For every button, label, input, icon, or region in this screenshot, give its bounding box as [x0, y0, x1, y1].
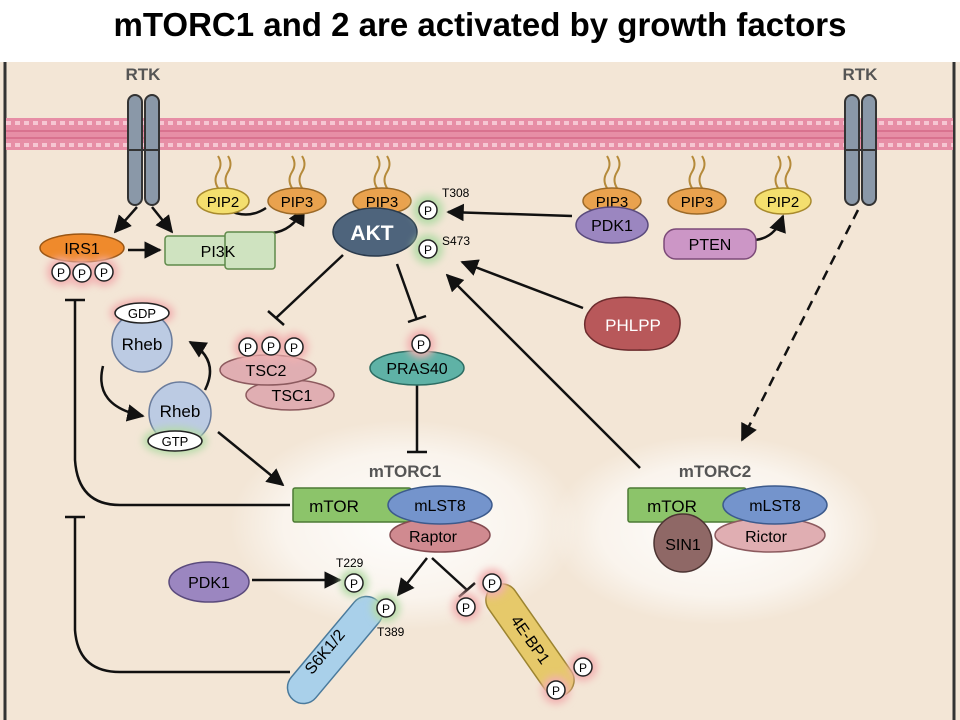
pip3-lipid-pten — [667, 187, 727, 215]
mtorc2-cloud — [550, 435, 880, 625]
akt-s473-p: P — [424, 243, 432, 257]
s473-site-label: S473 — [442, 234, 470, 248]
t229-site-label: T229 — [336, 556, 364, 570]
pten-label: PTEN — [689, 237, 732, 254]
pdk1-top-protein — [575, 206, 649, 244]
gdp-label: GDP — [128, 306, 156, 321]
eif4ebp1-phospho-3: P — [579, 661, 587, 675]
rheb-bottom-label: Rheb — [160, 402, 201, 421]
pip2-label-right: PIP2 — [767, 194, 800, 211]
eif4ebp1-phospho-group — [452, 569, 597, 704]
mtorc1-title: mTORC1 — [369, 462, 441, 481]
pras40-phospho — [411, 334, 431, 354]
pras40-label: PRAS40 — [386, 361, 447, 378]
pdk1-bottom-protein — [168, 561, 250, 603]
akt-t308-phospho — [418, 200, 438, 220]
gtp-badge — [147, 430, 203, 452]
pdk1-top-label: PDK1 — [591, 218, 633, 235]
akt-label: AKT — [350, 222, 393, 245]
s6k-t229-phospho — [344, 573, 364, 593]
akt-protein — [332, 207, 418, 257]
irs1-phospho-group — [47, 258, 118, 287]
tsc1-label: TSC1 — [272, 388, 313, 405]
tsc2-phospho-3: P — [290, 341, 298, 355]
mtorc1-raptor-label: Raptor — [409, 529, 458, 546]
akt-t308-p: P — [424, 204, 432, 218]
pip2-lipid-right — [754, 187, 812, 215]
plasma-membrane — [6, 118, 953, 150]
eif4ebp1-phospho-1: P — [488, 577, 496, 591]
irs1-label: IRS1 — [64, 241, 100, 258]
mtorc2-sin1-label: SIN1 — [665, 537, 701, 554]
mtorc2-rictor-label: Rictor — [745, 529, 787, 546]
akt-s473-phospho — [418, 239, 438, 259]
rtk-right-receptor — [844, 94, 877, 206]
mtorc1-mtor-label: mTOR — [309, 497, 359, 516]
pathway-arrows — [65, 203, 860, 674]
mtorc2-sin1 — [653, 513, 713, 573]
mtorc1-mlst8 — [387, 485, 493, 525]
gdp-badge — [114, 302, 170, 324]
tsc2-phospho-2: P — [267, 340, 275, 354]
rtk-left-label: RTK — [126, 65, 162, 84]
eif4ebp1-phospho-2: P — [462, 601, 470, 615]
pip3-lipid-left — [267, 187, 327, 215]
phlpp-protein — [583, 296, 681, 351]
mtorc2-title: mTORC2 — [679, 462, 751, 481]
pip3-label-akt: PIP3 — [366, 194, 399, 211]
mtorc2-mlst8-label: mLST8 — [749, 498, 801, 515]
s6k-t389-phospho — [376, 598, 396, 618]
tsc2-label: TSC2 — [246, 363, 287, 380]
rtk-right-label: RTK — [843, 65, 879, 84]
pip3-label-left: PIP3 — [281, 194, 314, 211]
s6k-t389-p: P — [382, 602, 390, 616]
phlpp-label: PHLPP — [605, 316, 661, 335]
pip2-lipid-left — [196, 187, 250, 215]
pten-protein — [663, 228, 757, 260]
rtk-left-receptor — [127, 94, 160, 206]
pip3-label-pten: PIP3 — [681, 194, 714, 211]
rheb-top-label: Rheb — [122, 335, 163, 354]
slide-title: mTORC1 and 2 are activated by growth fac… — [113, 6, 847, 43]
irs1-phospho-1: P — [57, 266, 65, 280]
mtorc1-mlst8-label: mLST8 — [414, 498, 466, 515]
t389-site-label: T389 — [377, 625, 405, 639]
eif4ebp1-phospho-4: P — [552, 684, 560, 698]
pip2-label-left: PIP2 — [207, 194, 240, 211]
pi3k-label: PI3K — [201, 244, 236, 261]
s6k-t229-p: P — [350, 577, 358, 591]
tsc2-phospho-group — [234, 332, 308, 361]
mtorc2-mlst8 — [722, 485, 828, 525]
pdk1-bottom-label: PDK1 — [188, 575, 230, 592]
gtp-label: GTP — [162, 434, 189, 449]
tsc2-phospho-1: P — [244, 341, 252, 355]
mtorc2-mtor-label: mTOR — [647, 497, 697, 516]
lipid-tails — [214, 155, 792, 189]
pras40-phospho-p: P — [417, 338, 425, 352]
irs1-phospho-3: P — [100, 266, 108, 280]
t308-site-label: T308 — [442, 186, 470, 200]
pi3k-protein — [164, 231, 276, 270]
irs1-phospho-2: P — [78, 267, 86, 281]
